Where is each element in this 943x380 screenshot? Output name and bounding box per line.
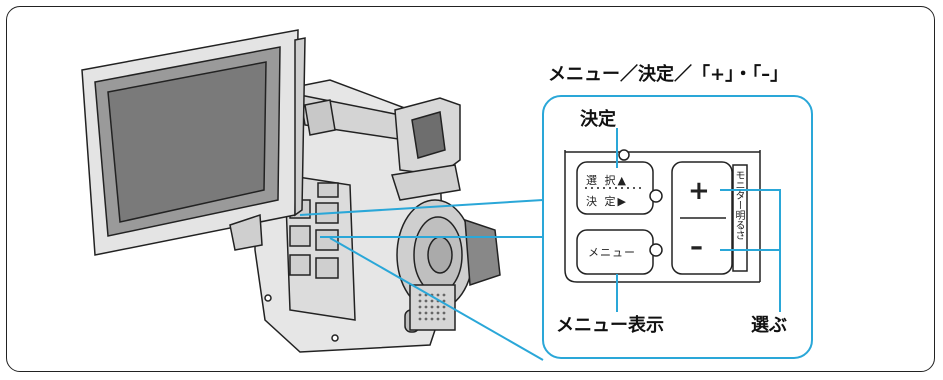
menu-display-label: メニュー表示 <box>556 315 664 336</box>
monitor-brightness-label: モニター明るさ <box>733 170 744 240</box>
plus-button[interactable]: + <box>688 176 710 206</box>
callout-box <box>542 95 813 359</box>
select-button-line2[interactable]: 決 定▶ <box>586 195 628 208</box>
dotted-separator <box>585 187 641 189</box>
leader-lines <box>616 128 781 312</box>
callout-lines <box>299 199 544 361</box>
viewfinder <box>391 97 461 201</box>
lens-dial <box>396 199 501 333</box>
enter-label: 決定 <box>580 109 616 130</box>
lcd-monitor <box>81 29 306 256</box>
select-button-line1[interactable]: 選 択▲ <box>586 174 628 187</box>
menu-button[interactable]: メニュー <box>588 246 636 259</box>
speaker-grille <box>418 293 446 321</box>
menu-enter-plus-minus-heading: メニュー／決定／「+」・「–」 <box>548 64 789 85</box>
minus-button[interactable]: – <box>690 232 703 262</box>
control-panel <box>564 149 761 283</box>
diagram-frame <box>6 6 935 372</box>
select-label: 選ぶ <box>751 315 787 336</box>
